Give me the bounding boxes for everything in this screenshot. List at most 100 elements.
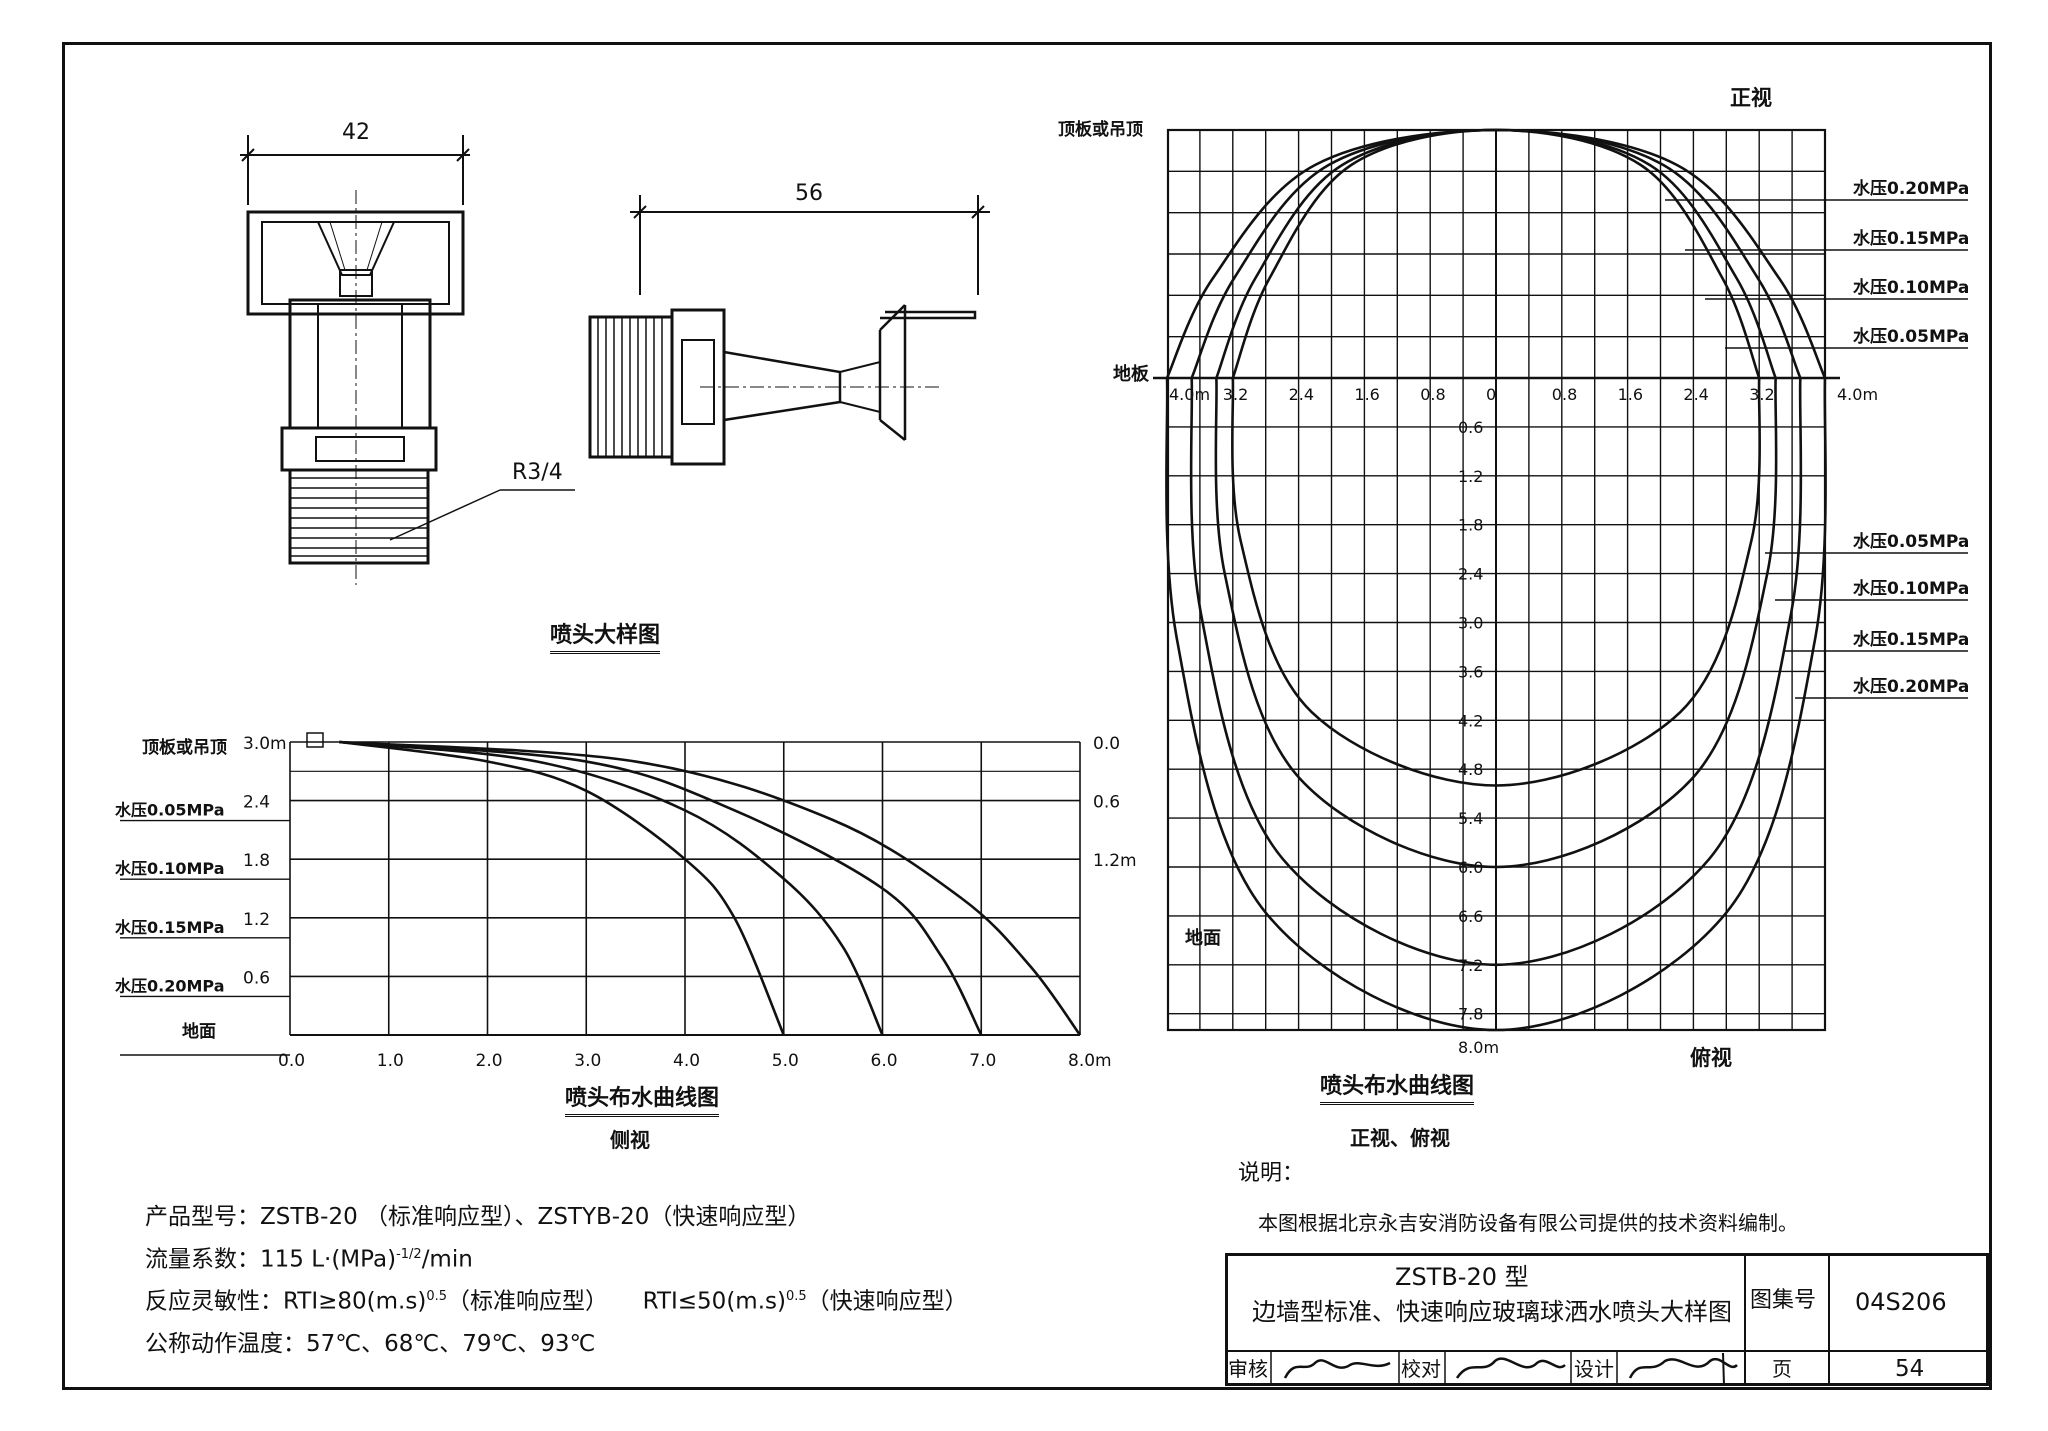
notes-text: 本图根据北京永吉安消防设备有限公司提供的技术资料编制。 — [1258, 1211, 1798, 1235]
front-y-tick: 8.0m — [1458, 1038, 1499, 1057]
front-x-tick: 2.4 — [1289, 385, 1314, 404]
drawing-frame — [62, 42, 1992, 1390]
front-chart-caption: 喷头布水曲线图 — [1320, 1076, 1475, 1105]
side-pressure-label: 水压0.10MPa — [115, 859, 225, 878]
front-y-tick: 3.0 — [1458, 614, 1483, 633]
front-x-tick: 4.0m — [1169, 385, 1210, 404]
spec-rti: 反应灵敏性：RTI≥80(m.s)0.5（标准响应型） RTI≤50(m.s)0… — [145, 1290, 968, 1314]
spec-flow-exp: -1/2 — [396, 1247, 422, 1262]
spec-rti-std: （标准响应型） — [447, 1288, 609, 1315]
front-y-tick: 3.6 — [1458, 662, 1483, 681]
top-curve-水压0.20MPa — [1165, 377, 1827, 1032]
dimension-length: 56 — [795, 181, 823, 206]
set-number-label: 图集号 — [1750, 1288, 1817, 1313]
front-y-tick: 1.2 — [1458, 467, 1483, 486]
front-x-tick: 3.2 — [1223, 385, 1248, 404]
review-label: 审核 — [1228, 1357, 1268, 1381]
side-sprinkler-icon — [306, 732, 324, 748]
front-y-tick: 4.2 — [1458, 711, 1483, 730]
side-x-tick: 6.0 — [871, 1051, 898, 1071]
side-curve-水压0.15MPa — [339, 740, 983, 1036]
side-x-tick: 0.0 — [278, 1051, 305, 1071]
front-y-tick: 7.2 — [1458, 956, 1483, 975]
front-view-title: 正视 — [1730, 86, 1772, 110]
side-left-tick: 2.4 — [243, 793, 270, 813]
side-left-tick: 1.2 — [243, 910, 270, 930]
side-x-tick: 4.0 — [673, 1051, 700, 1071]
side-left-tick: 1.8 — [243, 851, 270, 871]
spec-flow: 流量系数：115 L·(MPa)-1/2/min — [145, 1248, 473, 1272]
top-pressure-label: 水压0.15MPa — [1853, 629, 1969, 650]
spec-flow-unit: /min — [421, 1246, 473, 1273]
front-x-tick: 3.2 — [1749, 385, 1774, 404]
side-left-tick: 3.0m — [243, 734, 287, 754]
title-block — [1225, 1253, 1989, 1386]
front-ground-label: 地面 — [1185, 928, 1221, 949]
spec-rti2-text: RTI≤50(m.s) — [642, 1288, 786, 1315]
front-y-tick: 0.6 — [1458, 418, 1483, 437]
front-y-tick: 6.0 — [1458, 858, 1483, 877]
notes-heading: 说明： — [1238, 1161, 1305, 1186]
front-y-tick: 6.6 — [1458, 907, 1483, 926]
spec-temperature: 公称动作温度：57℃、68℃、79℃、93℃ — [145, 1331, 596, 1357]
front-chart-subcaption: 正视、俯视 — [1350, 1126, 1450, 1150]
side-x-tick: 8.0m — [1068, 1051, 1112, 1071]
side-curve-水压0.20MPa — [339, 740, 1082, 1036]
side-pressure-label: 水压0.05MPa — [115, 801, 225, 820]
front-x-tick: 1.6 — [1354, 385, 1379, 404]
dimension-width: 42 — [342, 120, 370, 145]
spec-rti2-exp: 0.5 — [785, 1289, 807, 1304]
title-line-2: 边墙型标准、快速响应玻璃球洒水喷头大样图 — [1252, 1298, 1732, 1326]
side-right-tick: 0.6 — [1093, 793, 1120, 813]
side-curve-水压0.05MPa — [339, 740, 785, 1036]
page-number: 54 — [1895, 1356, 1925, 1382]
front-x-tick: 1.6 — [1618, 385, 1643, 404]
front-pressure-label: 水压0.05MPa — [1853, 326, 1969, 347]
spec-rti-text: 反应灵敏性：RTI≥80(m.s) — [145, 1288, 427, 1315]
front-y-tick: 1.8 — [1458, 516, 1483, 535]
front-y-tick: 4.8 — [1458, 760, 1483, 779]
front-floor-label: 地板 — [1113, 364, 1149, 385]
front-pressure-label: 水压0.15MPa — [1853, 228, 1969, 249]
front-x-tick: 2.4 — [1683, 385, 1708, 404]
side-x-tick: 2.0 — [476, 1051, 503, 1071]
front-top-label: 顶板或吊顶 — [1058, 120, 1143, 140]
side-pressure-label: 水压0.20MPa — [115, 976, 225, 995]
side-top-label: 顶板或吊顶 — [142, 738, 227, 758]
top-curve-水压0.05MPa — [1230, 377, 1762, 787]
side-x-tick: 3.0 — [574, 1051, 601, 1071]
front-pressure-label: 水压0.10MPa — [1853, 277, 1969, 298]
design-label: 设计 — [1574, 1357, 1614, 1381]
front-y-tick: 2.4 — [1458, 565, 1483, 584]
side-right-tick: 1.2m — [1093, 851, 1137, 871]
side-chart-subcaption: 侧视 — [610, 1128, 650, 1152]
spec-rti-fast: （快速响应型） — [806, 1288, 968, 1315]
spec-model: 产品型号：ZSTB-20 （标准响应型）、ZSTYB-20（快速响应型） — [145, 1204, 811, 1230]
side-x-tick: 1.0 — [377, 1051, 404, 1071]
front-x-tick: 4.0m — [1837, 385, 1878, 404]
detail-drawing-caption: 喷头大样图 — [550, 625, 661, 654]
top-curve-水压0.15MPa — [1189, 377, 1803, 967]
top-curve-水压0.10MPa — [1214, 377, 1778, 869]
front-x-tick: 0 — [1486, 385, 1496, 404]
side-x-tick: 7.0 — [969, 1051, 996, 1071]
front-x-tick: 0.8 — [1552, 385, 1577, 404]
top-pressure-label: 水压0.10MPa — [1853, 578, 1969, 599]
front-curve-水压0.05MPa — [1231, 128, 1761, 379]
check-label: 校对 — [1401, 1357, 1441, 1381]
side-x-tick: 5.0 — [772, 1051, 799, 1071]
side-right-tick: 0.0 — [1093, 734, 1120, 754]
page-label: 页 — [1772, 1357, 1792, 1381]
front-pressure-label: 水压0.20MPa — [1853, 178, 1969, 199]
spec-rti-exp: 0.5 — [426, 1289, 448, 1304]
top-view-title: 俯视 — [1690, 1046, 1732, 1070]
side-pressure-label: 水压0.15MPa — [115, 918, 225, 937]
front-x-tick: 0.8 — [1420, 385, 1445, 404]
top-pressure-label: 水压0.05MPa — [1853, 531, 1969, 552]
set-number: 04S206 — [1855, 1288, 1947, 1316]
side-left-tick: 0.6 — [243, 968, 270, 988]
title-line-1: ZSTB-20 型 — [1395, 1263, 1529, 1291]
